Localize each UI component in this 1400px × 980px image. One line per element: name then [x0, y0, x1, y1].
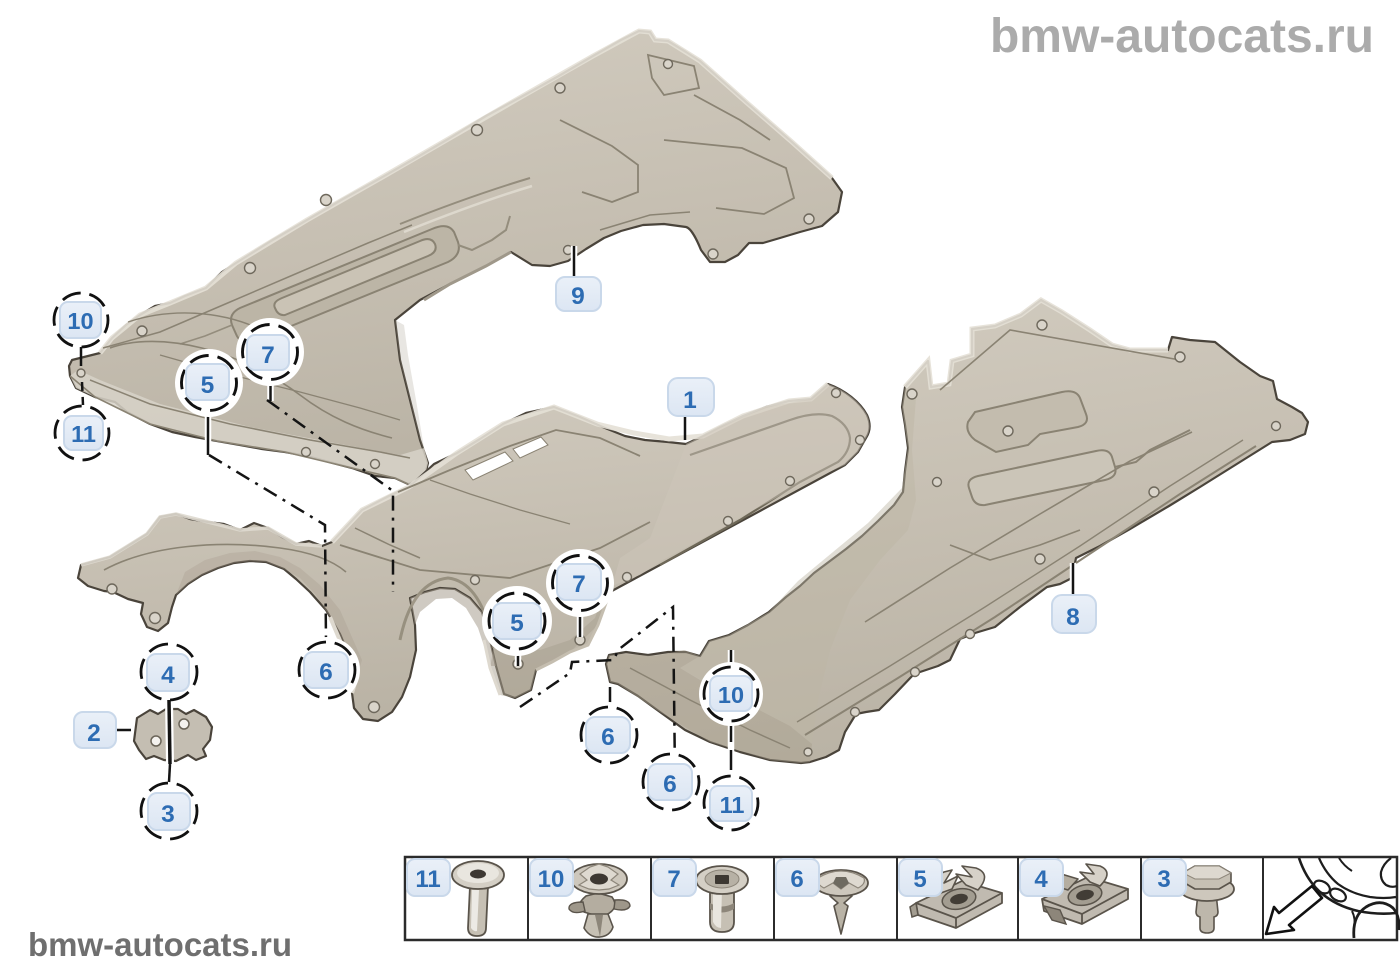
svg-text:5: 5 — [510, 610, 524, 637]
svg-text:6: 6 — [790, 866, 803, 893]
svg-text:9: 9 — [571, 283, 585, 310]
svg-text:6: 6 — [663, 771, 677, 798]
svg-text:11: 11 — [720, 792, 745, 818]
svg-text:7: 7 — [261, 342, 275, 369]
svg-text:3: 3 — [161, 801, 175, 828]
svg-text:4: 4 — [161, 662, 175, 689]
svg-text:7: 7 — [667, 866, 680, 893]
svg-text:11: 11 — [415, 866, 440, 893]
svg-text:1: 1 — [683, 387, 697, 414]
svg-text:4: 4 — [1034, 866, 1048, 893]
svg-text:bmw-autocats.ru: bmw-autocats.ru — [28, 926, 292, 963]
svg-text:8: 8 — [1066, 604, 1080, 631]
svg-text:5: 5 — [201, 372, 215, 399]
svg-text:2: 2 — [87, 720, 101, 747]
svg-text:10: 10 — [718, 682, 744, 708]
svg-text:7: 7 — [572, 571, 586, 598]
svg-text:11: 11 — [71, 421, 96, 447]
svg-text:6: 6 — [601, 724, 615, 751]
svg-text:10: 10 — [67, 308, 93, 334]
svg-text:10: 10 — [538, 866, 565, 893]
svg-text:3: 3 — [1157, 866, 1170, 893]
svg-text:6: 6 — [319, 659, 333, 686]
svg-text:5: 5 — [913, 866, 926, 893]
svg-text:bmw-autocats.ru: bmw-autocats.ru — [990, 10, 1374, 63]
